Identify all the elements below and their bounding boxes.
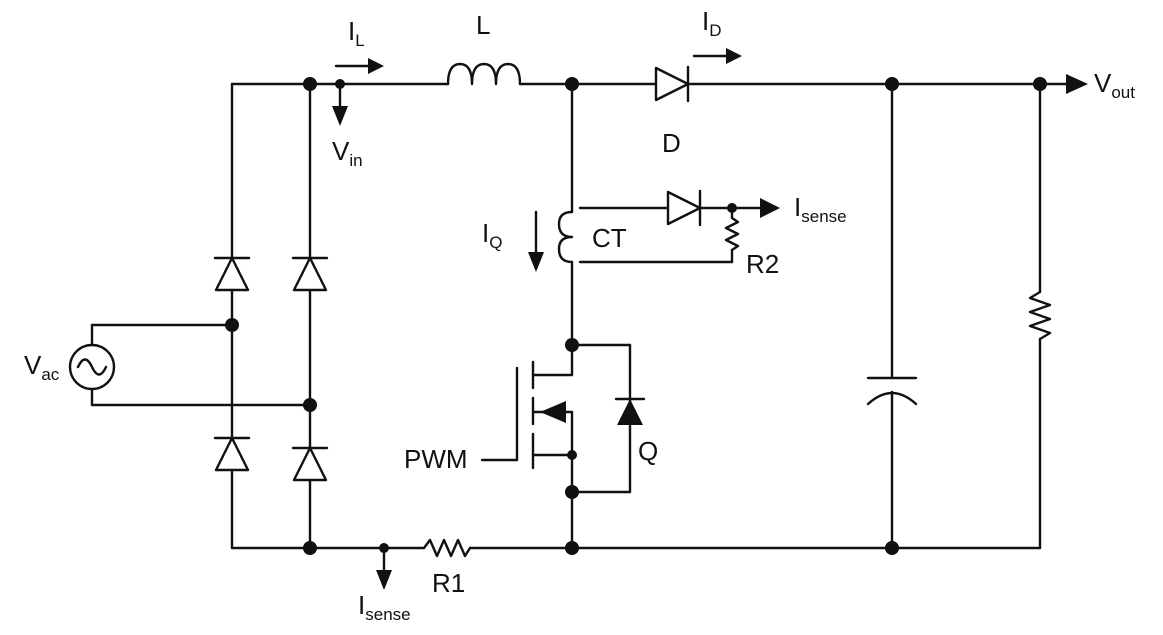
vin-arrow	[332, 82, 348, 126]
id-arrow	[692, 48, 742, 64]
resistor-r1	[422, 538, 472, 558]
label-vac: Vac	[24, 350, 60, 384]
output-capacitor	[866, 82, 918, 550]
junction-dots	[225, 77, 1047, 555]
label-diode-d: D	[662, 128, 681, 158]
label-isense-ct: Isense	[794, 192, 847, 226]
label-vin: Vin	[332, 136, 363, 170]
load-resistor	[1028, 82, 1052, 550]
label-vout: Vout	[1094, 68, 1135, 102]
diode-d	[654, 65, 690, 103]
label-isense-r1: Isense	[358, 590, 411, 624]
label-r2: R2	[746, 249, 779, 279]
label-inductor-l: L	[476, 10, 490, 40]
label-iq: IQ	[482, 218, 502, 252]
bridge-diode-1	[213, 256, 251, 292]
vout-arrow	[1066, 74, 1088, 94]
label-pwm: PWM	[404, 444, 468, 474]
inductor-l	[446, 62, 522, 86]
ac-source	[68, 323, 312, 407]
label-il: IL	[348, 16, 365, 50]
bridge-diode-3	[213, 436, 251, 472]
current-transformer-ct	[557, 189, 762, 264]
label-id: ID	[702, 6, 722, 40]
label-q: Q	[638, 436, 658, 466]
isense-r1-arrow	[376, 546, 392, 590]
iq-arrow	[528, 210, 544, 272]
label-ct: CT	[592, 223, 627, 253]
label-r1: R1	[432, 568, 465, 598]
bridge-diode-4	[291, 446, 329, 482]
bridge-diode-2	[291, 256, 329, 292]
mosfet-q	[480, 343, 646, 550]
il-arrow	[334, 58, 384, 74]
isense-ct-arrow	[760, 198, 780, 218]
